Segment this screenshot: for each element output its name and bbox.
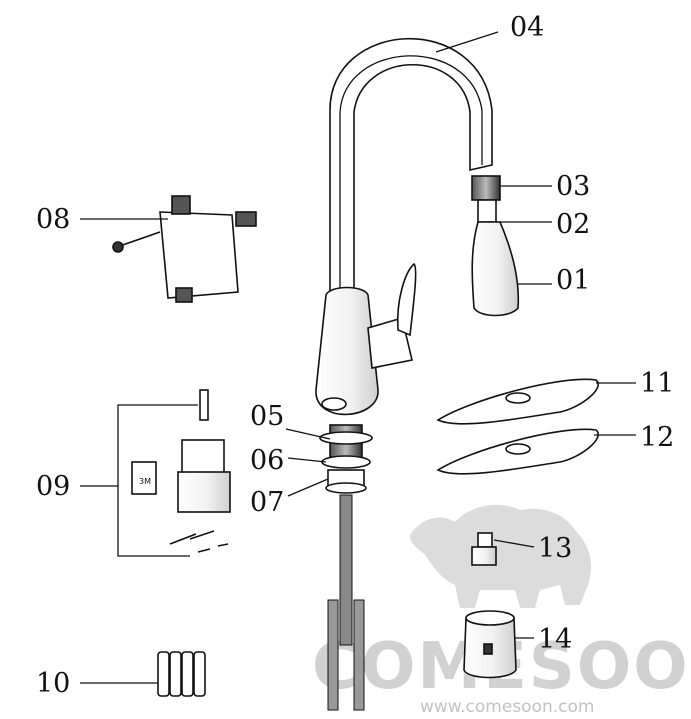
label-04: 04	[510, 12, 544, 43]
supply-hoses	[327, 494, 365, 711]
label-12: 12	[640, 422, 674, 453]
batteries	[157, 651, 206, 697]
label-07: 07	[250, 487, 284, 518]
spray-head	[471, 175, 520, 317]
mounting-shank	[319, 424, 373, 494]
solenoid-valve-box	[112, 195, 257, 303]
label-05: 05	[250, 401, 284, 432]
aerator-nozzle	[463, 610, 517, 679]
watermark: COMESOON www.comesoon.com	[312, 504, 691, 717]
deck-plates	[436, 378, 599, 475]
sensor-kit: 3M	[117, 389, 231, 557]
label-09: 09	[36, 471, 70, 502]
sticker-label: 3M	[139, 477, 151, 486]
label-10: 10	[36, 668, 70, 699]
label-13: 13	[538, 533, 572, 564]
part-labels: 04 03 02 01 08 09 10 05 06 07 11 12 13 1…	[36, 12, 674, 699]
label-11: 11	[640, 368, 674, 399]
label-01: 01	[556, 265, 590, 296]
label-03: 03	[556, 171, 590, 202]
hose-adapter	[471, 532, 497, 566]
bear-watermark-icon	[410, 504, 592, 608]
faucet-body	[315, 37, 493, 416]
watermark-url: www.comesoon.com	[420, 697, 594, 717]
label-08: 08	[36, 204, 70, 235]
label-14: 14	[538, 624, 572, 655]
label-06: 06	[250, 445, 284, 476]
leader-lines	[80, 31, 636, 684]
label-02: 02	[556, 209, 590, 240]
